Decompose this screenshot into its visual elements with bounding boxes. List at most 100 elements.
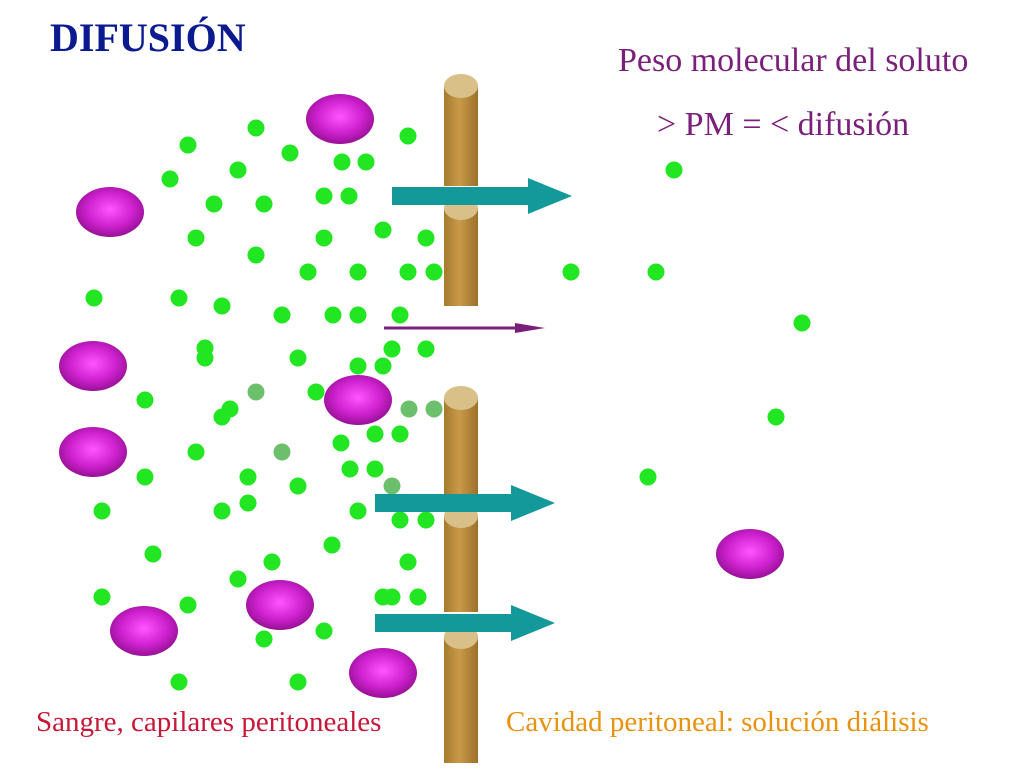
small-solute-dot (417, 511, 435, 529)
small-solute-dot (399, 263, 417, 281)
small-solute-dot (323, 536, 341, 554)
membrane-pore-pole (444, 625, 478, 763)
large-molecules (59, 94, 784, 698)
small-solute-dot (93, 588, 111, 606)
small-solute-dot (299, 263, 317, 281)
medium-solute-dot (400, 400, 418, 418)
membrane-pore-pole (444, 74, 478, 186)
diffusion-flow-arrow (392, 178, 572, 214)
small-solute-dot (255, 630, 273, 648)
small-solute-dot (333, 153, 351, 171)
small-solute-dot (179, 136, 197, 154)
small-solute-dot (289, 673, 307, 691)
small-solute-dot (315, 622, 333, 640)
large-molecule-cell (59, 341, 127, 391)
small-solute-dot (255, 195, 273, 213)
small-solute-dot (93, 502, 111, 520)
small-solute-dot (144, 545, 162, 563)
large-molecule-cell (110, 606, 178, 656)
large-molecule-cell (324, 375, 392, 425)
small-solute-dot (399, 127, 417, 145)
small-solute-dot (315, 187, 333, 205)
small-solute-dot (263, 553, 281, 571)
molecular-weight-note: Peso molecular del soluto (618, 42, 969, 79)
small-solute-dot (229, 570, 247, 588)
diffusion-rule-note: > PM = < difusión (657, 106, 910, 143)
small-solute-dot (349, 306, 367, 324)
small-solute-dot (357, 153, 375, 171)
small-solute-dot (647, 263, 665, 281)
pole-body (444, 398, 478, 494)
small-solute-dot (639, 468, 657, 486)
small-solute-dot (425, 263, 443, 281)
small-solute-dot (332, 434, 350, 452)
small-solute-dot (374, 357, 392, 375)
large-molecule-cell (306, 94, 374, 144)
pole-body (444, 208, 478, 306)
small-solute-dot (349, 263, 367, 281)
large-molecule-cell (59, 427, 127, 477)
small-solute-dot (170, 673, 188, 691)
diffusion-flow-arrow (375, 605, 555, 641)
pole-top (444, 386, 478, 410)
small-solute-dot (307, 383, 325, 401)
pole-body (444, 637, 478, 763)
small-solute-dot (247, 119, 265, 137)
cavity-side-label: Cavidad peritoneal: solución diálisis (506, 706, 929, 738)
small-solute-dot (170, 289, 188, 307)
membrane-pore-pole (444, 504, 478, 612)
diffusion-arrows (375, 178, 572, 641)
small-solute-dot (562, 263, 580, 281)
large-molecule-cell (76, 187, 144, 237)
small-solute-dot (767, 408, 785, 426)
small-solute-dot (187, 443, 205, 461)
small-solute-dot (391, 306, 409, 324)
page-title: DIFUSIÓN (50, 15, 246, 60)
small-solute-dot (409, 588, 427, 606)
membrane-pore-pole (444, 386, 478, 494)
pole-body (444, 86, 478, 186)
small-solute-dot (665, 161, 683, 179)
medium-solute-dot (383, 477, 401, 495)
small-solute-dot (239, 468, 257, 486)
small-solute-dot (399, 553, 417, 571)
peritoneal-membrane (444, 74, 478, 763)
small-solute-dot (136, 391, 154, 409)
small-solute-dot (213, 297, 231, 315)
slow-diffusion-arrow-head (515, 323, 545, 333)
small-solute-dot (340, 187, 358, 205)
small-solute-dot (793, 314, 811, 332)
small-solute-dot (247, 246, 265, 264)
medium-solute-dot (425, 400, 443, 418)
solute-particles (85, 119, 811, 691)
blood-side-label: Sangre, capilares peritoneales (36, 706, 382, 738)
small-solute-dot (179, 596, 197, 614)
small-solute-dot (315, 229, 333, 247)
small-solute-dot (374, 221, 392, 239)
small-solute-dot (289, 349, 307, 367)
small-solute-dot (187, 229, 205, 247)
small-solute-dot (281, 144, 299, 162)
small-solute-dot (273, 306, 291, 324)
small-solute-dot (213, 502, 231, 520)
pole-body (444, 516, 478, 612)
medium-solute-dot (247, 383, 265, 401)
membrane-pore-pole (444, 196, 478, 306)
small-solute-dot (349, 357, 367, 375)
small-solute-dot (289, 477, 307, 495)
large-molecule-cell (716, 529, 784, 579)
small-solute-dot (391, 425, 409, 443)
small-solute-dot (136, 468, 154, 486)
pole-top (444, 74, 478, 98)
large-molecule-cell (349, 648, 417, 698)
small-solute-dot (349, 502, 367, 520)
small-solute-dot (213, 408, 231, 426)
small-solute-dot (85, 289, 103, 307)
small-solute-dot (324, 306, 342, 324)
small-solute-dot (383, 588, 401, 606)
small-solute-dot (391, 511, 409, 529)
small-solute-dot (239, 494, 257, 512)
small-solute-dot (417, 340, 435, 358)
small-solute-dot (417, 229, 435, 247)
